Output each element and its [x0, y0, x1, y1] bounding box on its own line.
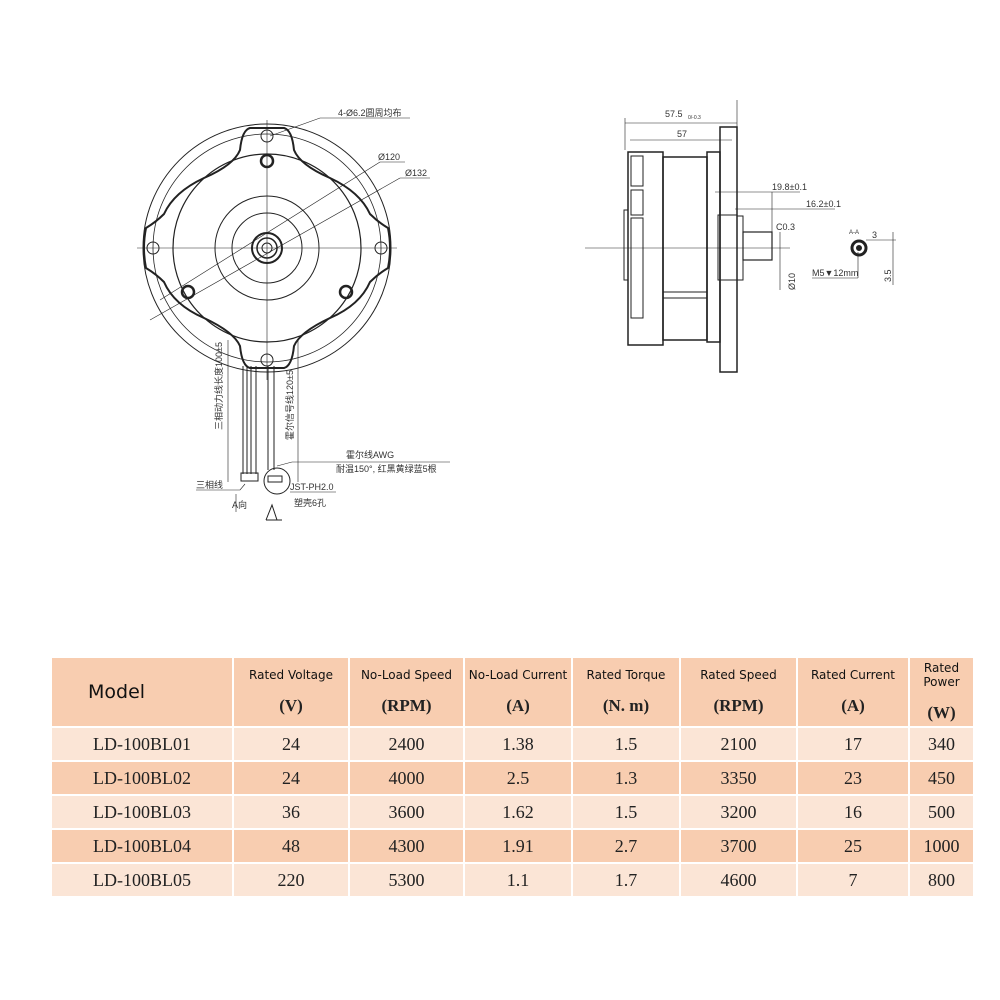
header-rated-power: Rated Power(W): [910, 658, 975, 728]
cell-rated-voltage: 24: [234, 762, 350, 796]
flat-label: 3.5: [883, 269, 893, 282]
cell-rated-voltage: 220: [234, 864, 350, 898]
cell-model: LD-100BL03: [52, 796, 234, 830]
connector-label: JST-PH2.0: [290, 482, 334, 492]
dia-120-label: Ø120: [378, 152, 400, 162]
section-label: A-A: [849, 230, 859, 236]
cell-no-load-current: 1.62: [465, 796, 573, 830]
cell-rated-speed: 2100: [681, 728, 798, 762]
cell-rated-current: 23: [798, 762, 910, 796]
cell-rated-speed: 3350: [681, 762, 798, 796]
header-rated-voltage: Rated Voltage(V): [234, 658, 350, 728]
thread-label: M5▼12mm: [812, 268, 858, 278]
cell-model: LD-100BL02: [52, 762, 234, 796]
cell-model: LD-100BL05: [52, 864, 234, 898]
cell-rated-current: 25: [798, 830, 910, 864]
cell-no-load-speed: 3600: [350, 796, 465, 830]
view-a-label: A向: [232, 499, 247, 510]
header-rated-current: Rated Current(A): [798, 658, 910, 728]
shaft-dia-label: Ø10: [787, 273, 797, 290]
key-width-label: 3: [872, 230, 877, 240]
cell-no-load-current: 2.5: [465, 762, 573, 796]
hall-wire-label: 霍尔线AWG: [346, 449, 394, 460]
cell-no-load-speed: 4300: [350, 830, 465, 864]
cell-rated-voltage: 48: [234, 830, 350, 864]
spec-table: Model Rated Voltage(V) No-Load Speed(RPM…: [52, 658, 975, 898]
cell-no-load-current: 1.91: [465, 830, 573, 864]
cell-rated-current: 17: [798, 728, 910, 762]
cell-rated-torque: 1.5: [573, 796, 681, 830]
cell-rated-power: 1000: [910, 830, 975, 864]
cell-rated-torque: 1.7: [573, 864, 681, 898]
cell-rated-torque: 1.5: [573, 728, 681, 762]
cell-rated-power: 800: [910, 864, 975, 898]
cell-rated-power: 340: [910, 728, 975, 762]
cell-rated-power: 450: [910, 762, 975, 796]
holes-label: 4-Ø6.2圆周均布: [338, 107, 402, 118]
header-model: Model: [52, 658, 234, 728]
three-phase-label: 三相线: [196, 479, 223, 490]
cell-no-load-speed: 4000: [350, 762, 465, 796]
cell-rated-torque: 2.7: [573, 830, 681, 864]
cell-rated-voltage: 36: [234, 796, 350, 830]
cell-rated-speed: 3700: [681, 830, 798, 864]
body-length-label: 57: [677, 129, 687, 139]
cell-rated-speed: 3200: [681, 796, 798, 830]
header-rated-speed: Rated Speed(RPM): [681, 658, 798, 728]
table-header-row: Model Rated Voltage(V) No-Load Speed(RPM…: [52, 658, 975, 728]
front-view: 4-Ø6.2圆周均布 Ø120 Ø132 三相动力线长度100±5 霍尔信号线1…: [137, 107, 450, 521]
cell-rated-current: 7: [798, 864, 910, 898]
cell-model: LD-100BL04: [52, 830, 234, 864]
cell-rated-speed: 4600: [681, 864, 798, 898]
cell-no-load-speed: 5300: [350, 864, 465, 898]
motor-dimension-drawing: 4-Ø6.2圆周均布 Ø120 Ø132 三相动力线长度100±5 霍尔信号线1…: [137, 100, 896, 521]
side-view: 57.5 0/-0.3 57 19.8±0.1 16.2±0.1 C0.3 Ø1…: [585, 100, 896, 373]
cell-rated-power: 500: [910, 796, 975, 830]
cell-rated-voltage: 24: [234, 728, 350, 762]
power-lead-label: 三相动力线长度100±5: [213, 342, 224, 430]
cell-no-load-current: 1.38: [465, 728, 573, 762]
hall-lead-label: 霍尔信号线120±5: [284, 370, 295, 440]
cell-no-load-current: 1.1: [465, 864, 573, 898]
cell-model: LD-100BL01: [52, 728, 234, 762]
hall-wire-spec: 耐温150°, 红黑黄绿蓝5根: [336, 463, 437, 474]
chamfer-label: C0.3: [776, 222, 795, 232]
cell-no-load-speed: 2400: [350, 728, 465, 762]
header-rated-torque: Rated Torque(N. m): [573, 658, 681, 728]
total-length-label: 57.5: [665, 109, 683, 119]
shaft-length-1: 19.8±0.1: [772, 182, 807, 192]
connector-holes-label: 塑壳6孔: [294, 497, 326, 508]
cell-rated-current: 16: [798, 796, 910, 830]
total-length-tolerance: 0/-0.3: [688, 115, 701, 121]
cell-rated-torque: 1.3: [573, 762, 681, 796]
shaft-length-2: 16.2±0.1: [806, 199, 841, 209]
header-no-load-speed: No-Load Speed(RPM): [350, 658, 465, 728]
header-no-load-current: No-Load Current(A): [465, 658, 573, 728]
dia-132-label: Ø132: [405, 168, 427, 178]
